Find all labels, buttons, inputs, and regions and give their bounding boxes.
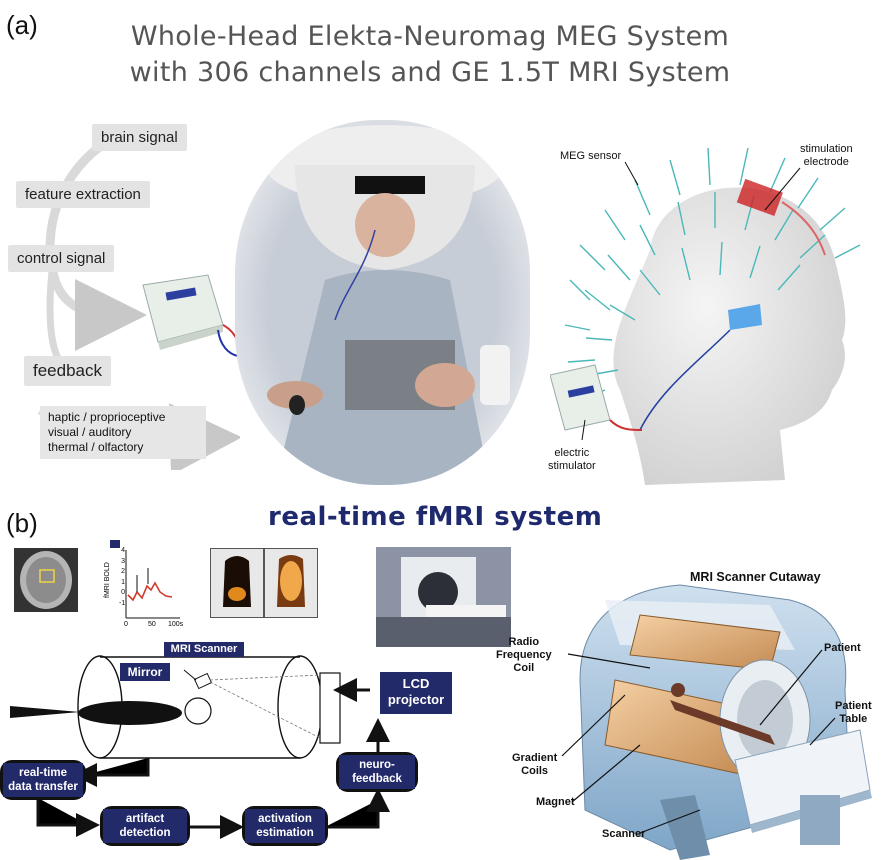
panel-b-title: real-time fMRI system <box>268 502 603 532</box>
label-neuro-feedback: neuro- feedback <box>339 755 415 789</box>
mri-cutaway-illustration <box>579 584 872 860</box>
panel-a-title-line2: with 306 channels and GE 1.5T MRI System <box>129 57 731 88</box>
bold-ytick: 1 <box>121 578 125 586</box>
meg-subject-photo <box>235 120 530 485</box>
cutaway-label-leaders <box>561 649 836 834</box>
label-patient-table: Patient Table <box>835 700 872 725</box>
label-brain-signal: brain signal <box>92 124 187 151</box>
label-lcd-projector: LCD projector <box>380 672 452 714</box>
box-artifact-detection: artifact detection <box>100 806 190 846</box>
label-radio-frequency-coil: Radio Frequency Coil <box>496 636 552 674</box>
head-label-leaders <box>581 161 801 441</box>
bold-ytick: -1 <box>119 599 126 607</box>
mri-room-photo <box>376 547 511 647</box>
label-patient: Patient <box>824 642 861 654</box>
label-feedback: feedback <box>24 356 111 386</box>
label-control-signal: control signal <box>8 245 115 272</box>
label-stimulation-electrode: stimulation electrode <box>800 143 853 168</box>
label-electric-stimulator: electric stimulator <box>548 447 596 472</box>
label-feedback-modalities: haptic / proprioceptive visual / auditor… <box>40 406 206 459</box>
bold-timecourse-plot <box>110 540 180 619</box>
bold-xtick-50: 50 <box>148 621 156 628</box>
activation-image-2 <box>264 548 318 618</box>
label-scanner: Scanner <box>602 828 646 840</box>
panel-b-letter: (b) <box>6 508 38 538</box>
panel-a-title-line1: Whole-Head Elekta-Neuromag MEG System <box>130 21 730 52</box>
cutaway-title: MRI Scanner Cutaway <box>690 570 821 584</box>
label-artifact-detection: artifact detection <box>103 809 187 843</box>
bold-ytick: 0 <box>121 589 125 596</box>
label-mirror: Mirror <box>120 663 170 681</box>
bold-ytick: 3 <box>121 557 125 565</box>
meg-head-model <box>550 147 861 485</box>
activation-image-1 <box>210 548 264 618</box>
label-feature-extraction: feature extraction <box>16 181 150 208</box>
box-activation-estimation: activation estimation <box>242 806 328 846</box>
bold-ylabel: fMRI BOLD <box>104 562 111 598</box>
rtfmri-pipeline-diagram <box>10 655 390 839</box>
label-activation-estimation: activation estimation <box>245 809 325 843</box>
bold-xtick-0: 0 <box>124 621 128 628</box>
box-neuro-feedback: neuro- feedback <box>336 752 418 792</box>
label-gradient-coils: Gradient Coils <box>512 752 558 777</box>
label-magnet: Magnet <box>536 796 575 808</box>
bold-ytick: 2 <box>121 568 125 575</box>
label-meg-sensor: MEG sensor <box>560 150 622 162</box>
label-real-time-data-transfer: real-time data transfer <box>3 763 83 797</box>
electric-stimulator-device-left <box>142 274 243 357</box>
brain-slice-image <box>14 548 78 612</box>
bold-xtick-100: 100s <box>168 621 184 628</box>
panel-a-letter: (a) <box>6 10 38 40</box>
label-mri-scanner: MRI Scanner <box>164 642 244 657</box>
bold-ytick: 4 <box>121 547 125 554</box>
bold-yticks: 4 3 2 1 0 -1 <box>119 546 125 609</box>
box-real-time-data-transfer: real-time data transfer <box>0 760 86 800</box>
